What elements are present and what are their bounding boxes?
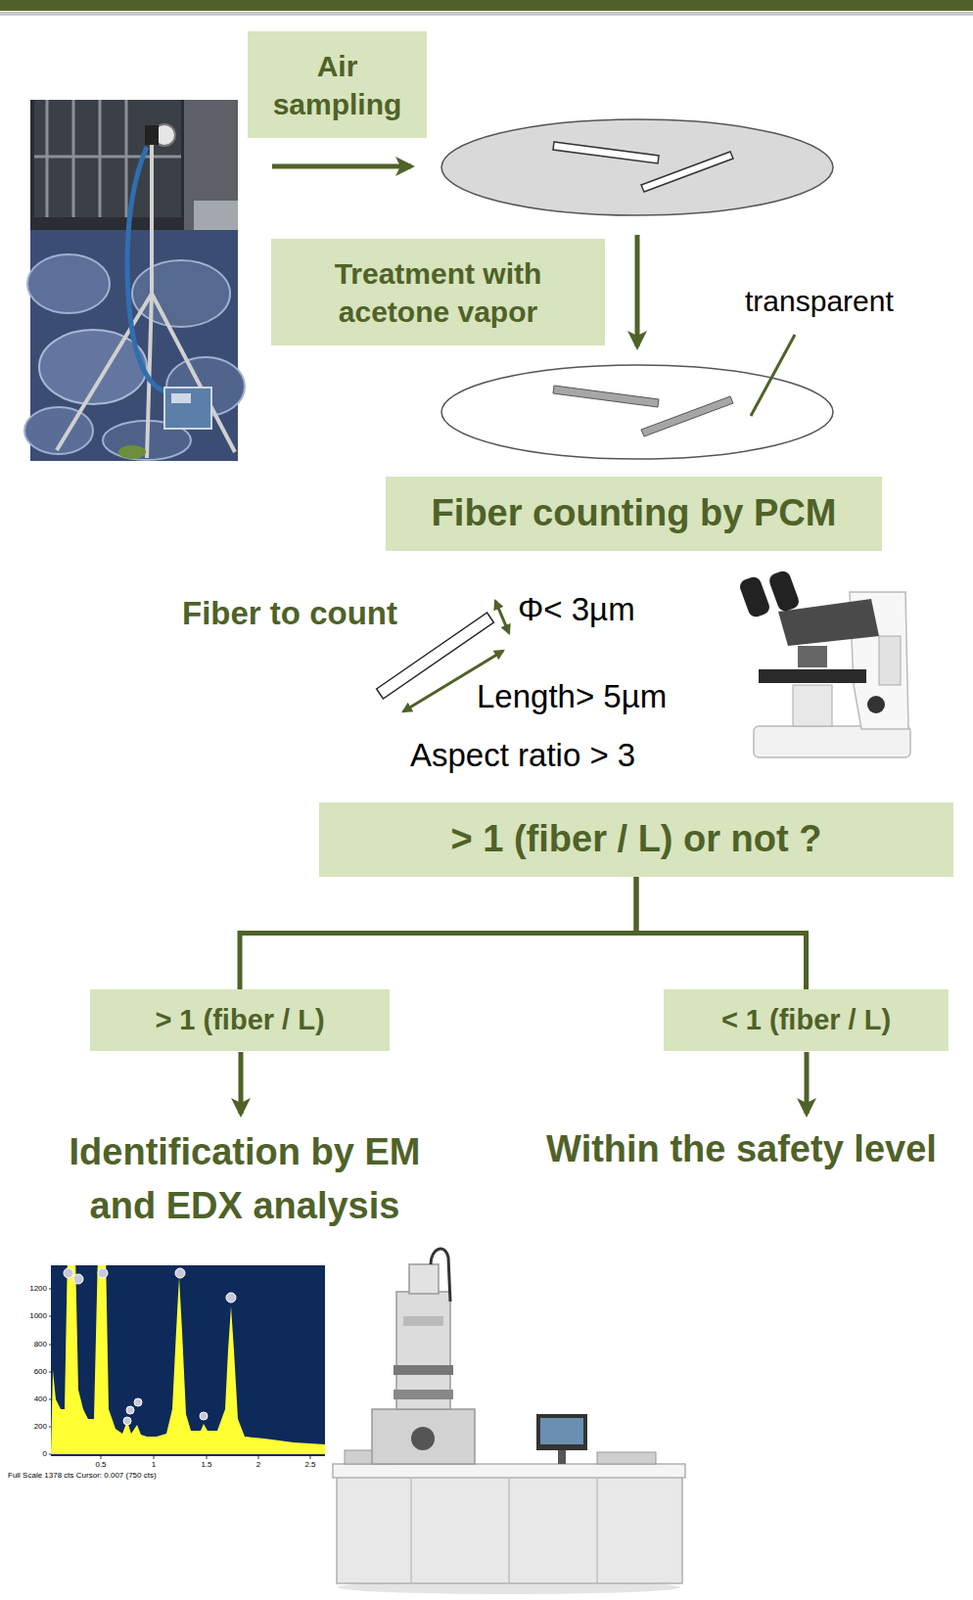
callout-label: transparent [744, 283, 894, 320]
axis-tick: 1200 [5, 1284, 47, 1295]
header-bar [0, 0, 973, 16]
axis-tick: 2 [243, 1460, 274, 1471]
microscope-photo [738, 568, 911, 758]
axis-tick: 2.5 [295, 1460, 325, 1471]
box-text: < 1 (fiber / L) [721, 1002, 891, 1040]
box-text: > 1 (fiber / L) or not ? [451, 815, 823, 864]
outcome-label: Within the safety level [518, 1127, 965, 1173]
step-box: Treatment with acetone vapor [271, 238, 605, 346]
axis-tick: 400 [5, 1394, 47, 1405]
air-sampler-photo [24, 99, 245, 462]
dimension-label: Length> 5µm [476, 677, 667, 717]
branch-connector [636, 877, 807, 990]
box-text: > 1 (fiber / L) [154, 1002, 325, 1040]
dimension-label: Φ< 3µm [517, 590, 636, 630]
axis-tick: 0 [5, 1449, 47, 1460]
box-text: Treatment with acetone vapor [290, 254, 586, 331]
axis-tick: 1 [139, 1460, 169, 1471]
box-text: Fiber counting by PCM [431, 489, 837, 538]
axis-tick: 1000 [5, 1311, 47, 1322]
axis-tick: 600 [5, 1367, 47, 1378]
filter-before [441, 119, 834, 216]
step-box: Air sampling [247, 31, 427, 139]
criterion-label: Aspect ratio > 3 [410, 736, 636, 776]
branch-connector [239, 877, 637, 990]
decision-box: > 1 (fiber / L) or not ? [319, 802, 954, 878]
step-box: Fiber counting by PCM [385, 476, 882, 552]
filter-after [441, 334, 834, 460]
axis-tick: 800 [5, 1340, 47, 1350]
section-label: Fiber to count [182, 594, 398, 634]
branch-box: < 1 (fiber / L) [663, 989, 949, 1052]
branch-box: > 1 (fiber / L) [90, 989, 390, 1052]
flow-arrow [240, 166, 807, 1114]
box-text: Air sampling [259, 46, 416, 124]
outcome-label: Identification by EM and EDX analysis [48, 1125, 441, 1234]
axis-tick: 0.5 [86, 1460, 116, 1471]
edx-spectrum [48, 1252, 325, 1460]
plot-caption: Full Scale 1378 cts Cursor: 0.007 (750 c… [7, 1471, 157, 1482]
electron-microscope-photo [332, 1249, 686, 1595]
axis-tick: 200 [5, 1422, 47, 1433]
axis-tick: 1.5 [191, 1460, 222, 1471]
